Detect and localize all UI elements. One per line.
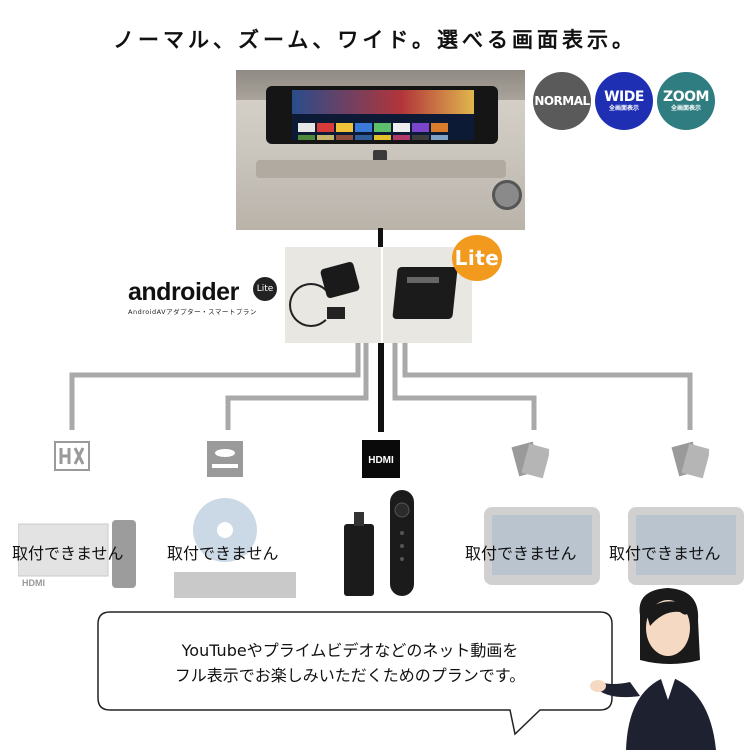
bubble-line-2: フル表示でお楽しみいただくためのプランです。	[174, 666, 526, 685]
not-installable-label: 取付できません	[12, 544, 124, 563]
wide-sub-label: 全画面表示	[608, 105, 639, 112]
page-title: ノーマル、ズーム、ワイド。選べる画面表示。	[113, 28, 637, 52]
hazard-button	[373, 150, 387, 162]
not-installable-label: 取付できません	[465, 544, 577, 563]
not-installable-label: 取付できません	[609, 544, 721, 563]
zoom-sub-label: 全画面表示	[670, 105, 701, 112]
androider-box-label	[407, 277, 439, 283]
zoom-label: ZOOM	[663, 89, 709, 105]
portable-display-icon	[671, 440, 709, 478]
wide-mode-badge: WIDE 全画面表示	[595, 72, 653, 130]
bluray-icon	[206, 440, 244, 478]
portable-display-icon	[511, 440, 549, 478]
androider-logo: androider	[128, 278, 239, 306]
bluray-player-device	[170, 490, 300, 600]
screen-banner	[292, 90, 474, 114]
hdmi-icon: HDMI	[362, 440, 400, 478]
display-screen	[292, 90, 474, 140]
screen-tile-row	[298, 117, 468, 132]
wire-digital	[69, 343, 361, 430]
fire-tv-stick-device	[342, 488, 432, 598]
zoom-mode-badge: ZOOM 全画面表示	[657, 72, 715, 130]
portable-monitor-device	[482, 505, 602, 587]
normal-label: NORMAL	[534, 94, 590, 108]
photo-divider	[381, 247, 383, 343]
not-installable-label: 取付できません	[167, 544, 279, 563]
digital-tuner-device: HDMI	[17, 520, 138, 590]
portable-monitor-device	[626, 505, 746, 587]
androider-lite-mark: Lite	[253, 277, 277, 301]
bubble-text: YouTubeやプライムビデオなどのネット動画を フル表示でお楽しみいただくため…	[110, 638, 590, 688]
product-photo	[285, 247, 472, 343]
product-cable	[289, 283, 333, 327]
bubble-line-1: YouTubeやプライムビデオなどのネット動画を	[181, 641, 519, 660]
dashboard-vents	[256, 160, 506, 178]
wide-label: WIDE	[604, 89, 644, 105]
car-display-photo	[236, 70, 525, 230]
normal-mode-badge: NORMAL	[533, 72, 591, 130]
svg-text:HDMI: HDMI	[368, 455, 394, 466]
lite-badge: Lite	[452, 235, 502, 281]
svg-text:HDMI: HDMI	[22, 578, 45, 588]
wire-bluray	[225, 343, 369, 430]
start-knob	[492, 180, 522, 210]
wire-display2	[402, 343, 693, 430]
wire-display1	[392, 343, 537, 430]
adapter-plug	[327, 307, 345, 319]
main-cable	[378, 228, 383, 250]
androider-tagline: AndroidAVアダプター・スマートプラン	[128, 308, 257, 316]
screen-tile-row	[298, 129, 468, 140]
digital-tv-icon	[53, 440, 91, 478]
